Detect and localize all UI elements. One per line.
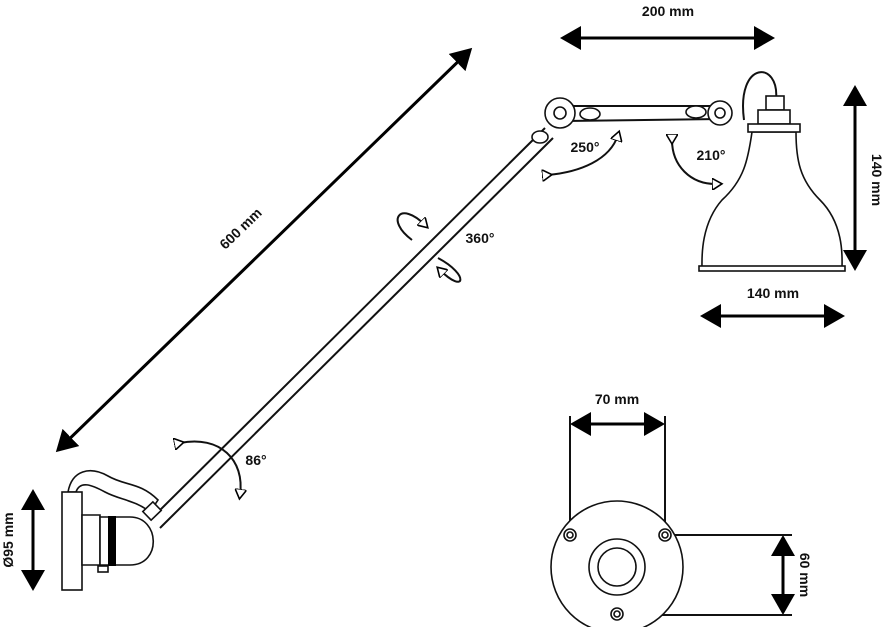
lamp-shade — [698, 71, 846, 272]
rotation-arrow-250 — [548, 135, 618, 175]
label-360deg: 360° — [466, 230, 495, 246]
label-60mm: 60 mm — [797, 553, 813, 597]
wall-mount — [61, 470, 160, 591]
base-plate-front-view — [550, 500, 684, 627]
label-600mm: 600 mm — [216, 205, 265, 253]
label-shade-width: 140 mm — [747, 285, 799, 301]
rotation-arrow-86 — [180, 442, 241, 495]
label-210deg: 210° — [697, 147, 726, 163]
label-200mm: 200 mm — [642, 3, 694, 19]
lamp-arm-lower — [141, 127, 554, 529]
label-shade-height: 140 mm — [869, 154, 885, 206]
lamp-arm-upper — [531, 97, 733, 144]
label-86deg: 86° — [245, 452, 266, 468]
dim-arrow-600mm — [55, 47, 473, 453]
label-base-diameter: Ø95 mm — [0, 512, 16, 567]
label-70mm: 70 mm — [595, 391, 639, 407]
rotation-arrow-210 — [672, 140, 718, 184]
dim-arrow-70mm — [569, 412, 666, 528]
rotation-arrow-360 — [396, 212, 462, 283]
label-250deg: 250° — [571, 139, 600, 155]
